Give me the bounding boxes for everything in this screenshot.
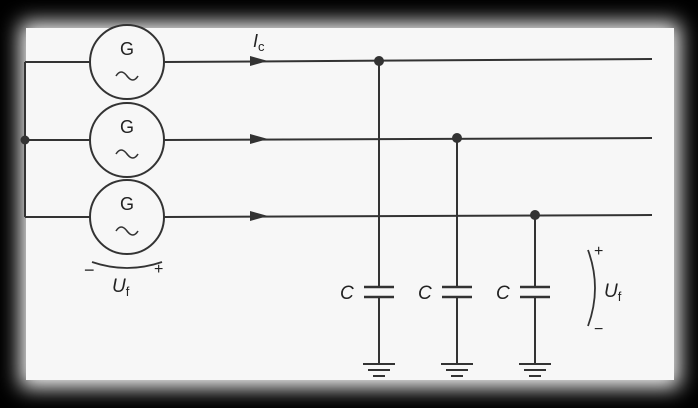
current-label: Ic bbox=[253, 31, 265, 54]
voltage-minus-bottom: − bbox=[84, 260, 95, 280]
sine-wave-icon-3 bbox=[115, 226, 139, 236]
phase-line-2 bbox=[163, 137, 653, 141]
ground-icon-1 bbox=[363, 363, 395, 377]
voltage-plus-bottom: + bbox=[154, 261, 163, 278]
junction-dot-1 bbox=[374, 56, 384, 66]
voltage-label-right: Uf bbox=[604, 281, 622, 304]
current-arrow-icon-3 bbox=[250, 211, 268, 221]
ground-icon-3 bbox=[519, 363, 551, 377]
generator-3-label: G bbox=[120, 194, 134, 214]
neutral-junction-dot bbox=[20, 135, 30, 145]
capacitor-1-label: C bbox=[340, 283, 354, 304]
voltage-brace-right bbox=[587, 249, 596, 327]
voltage-label-bottom: Uf bbox=[112, 276, 130, 299]
generator-2-label: G bbox=[120, 117, 134, 137]
capacitor-3-label: C bbox=[496, 283, 510, 304]
generator-1-circle bbox=[89, 24, 165, 100]
sine-wave-icon-1 bbox=[115, 71, 139, 81]
sine-wave-icon-2 bbox=[115, 149, 139, 159]
current-arrow-icon-1 bbox=[250, 56, 268, 66]
junction-dot-3 bbox=[530, 210, 540, 220]
junction-dot-2 bbox=[452, 133, 462, 143]
current-arrow-icon-2 bbox=[250, 134, 268, 144]
ground-icon-2 bbox=[441, 363, 473, 377]
generator-2-circle bbox=[89, 102, 165, 178]
generator-3-circle bbox=[89, 179, 165, 255]
generator-1-label: G bbox=[120, 39, 134, 59]
phase-line-1 bbox=[163, 58, 653, 63]
voltage-plus-right: + bbox=[594, 243, 603, 260]
voltage-minus-right: − bbox=[594, 321, 603, 338]
voltage-brace-bottom bbox=[91, 261, 163, 269]
phase-line-3 bbox=[163, 214, 653, 218]
capacitor-2-label: C bbox=[418, 283, 432, 304]
